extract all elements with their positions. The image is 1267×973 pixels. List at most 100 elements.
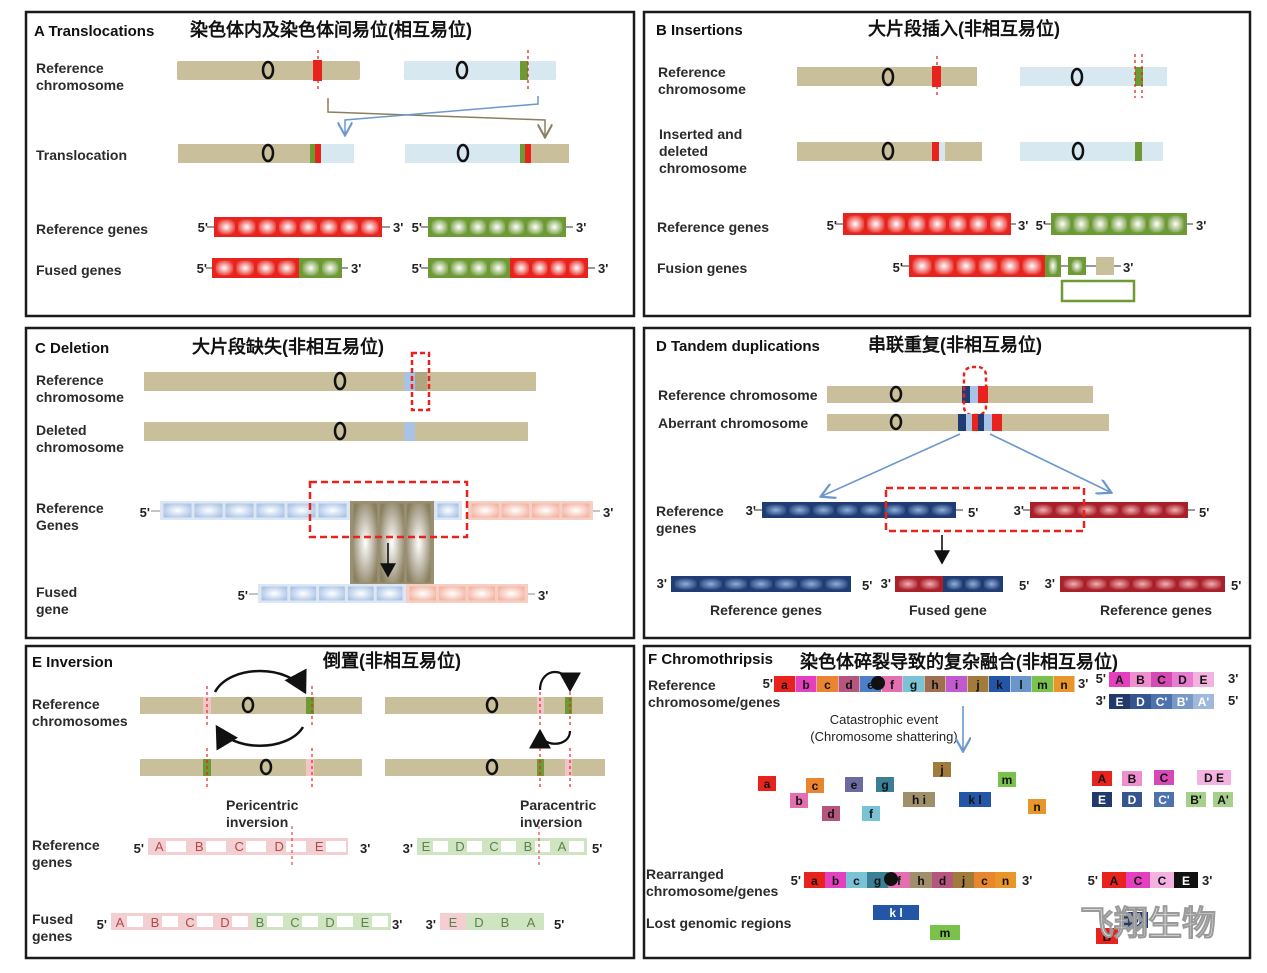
panel-c-label-refgenes-l2: Genes (36, 517, 79, 533)
e-peri-ref-letter: A (155, 839, 164, 854)
e-peri-fused-letter: D (220, 915, 229, 930)
d-centromere-2 (889, 413, 903, 431)
a-ref-gene-green-exon (527, 219, 544, 235)
f-rearr-gene-block (1150, 872, 1174, 888)
e-para-fused-3end: 5' (554, 917, 564, 932)
a-ref-gene-green-exon (450, 219, 467, 235)
panel-a-genes: 5'3'5'3'5'3'5'3' (197, 217, 608, 278)
panel-d-title: D Tandem duplications (656, 338, 820, 355)
f-rearr-gene-letter: E (1182, 874, 1190, 888)
d-bot-navy (671, 576, 851, 592)
b-ref-gene-green-exon (1111, 215, 1127, 233)
f-fragment-letter: b (795, 794, 802, 808)
e-para-fused-block (518, 913, 544, 930)
f-rearr-fragment (953, 872, 974, 888)
d-ref-red-exon (1033, 504, 1053, 516)
panel-f-label-lost: Lost genomic regions (646, 915, 792, 931)
a-ref-gene-red-exon (299, 219, 317, 235)
f-rearr-letter: h (917, 874, 924, 888)
c-fused-exon (468, 586, 495, 601)
e-peri-fused-gap (372, 916, 388, 927)
f-rearr-fragment (995, 872, 1016, 888)
e-peri-ref-gap (326, 841, 346, 852)
d-ref-red-exon (1165, 504, 1185, 516)
c-fused-exon (261, 586, 288, 601)
c-ref-salmon-segment (468, 501, 593, 520)
f-gene-bot-block (1151, 694, 1172, 709)
a-fused-gene-1-exon (215, 260, 234, 276)
c-ref-blue-2 (434, 501, 462, 520)
d-bot-navy-3end: 3' (657, 576, 667, 591)
b-ref-gene-red-exon (928, 215, 946, 233)
panel-b-label-ref-l2: chromosome (658, 81, 746, 97)
f-gene-fragment-letter: A (1098, 772, 1107, 786)
b-ref-red-5end: 5' (827, 218, 837, 233)
f-gene-fragment (1154, 792, 1174, 807)
panel-d-genes: 3'5'3'5'3'5'3'5'3'5' (657, 486, 1241, 593)
f-gene-top-3end: 3' (1228, 671, 1238, 686)
b-fusion-gene-exon (956, 257, 976, 275)
panel-c-label-fused-l1: Fused (36, 584, 77, 600)
c-fused-5end: 5' (238, 588, 248, 603)
e-para-ref-letter: D (455, 839, 464, 854)
e-peri-inv-chrom (140, 759, 362, 776)
panel-c-label-ref-l1: Reference (36, 372, 104, 388)
e-para-ref-letter: E (422, 839, 431, 854)
f-gene-fragment-letter: C' (1158, 793, 1170, 807)
c-ref-olive-exon (353, 503, 378, 583)
panel-e-label-ref-l2: chromosomes (32, 713, 128, 729)
a-ref-red-5end: 5' (198, 220, 208, 235)
a-ref-red-3end: 3' (393, 220, 403, 235)
d-ref-red-exon (1055, 504, 1075, 516)
d-ref-red-exon (1121, 504, 1141, 516)
f-rearr-fragment (932, 872, 953, 888)
panel-d-label-ref: Reference chromosome (658, 387, 818, 403)
a-fused-gene-2-exon (532, 260, 548, 276)
d-fused-exon (946, 578, 963, 590)
d-ref-red-exon (1077, 504, 1097, 516)
a-fused-gene-2-exon (513, 260, 529, 276)
c-fused-exon (409, 586, 436, 601)
d-fused-5end: 5' (1019, 578, 1029, 593)
f-gene-top-block (1151, 672, 1172, 687)
panel-e-label-para-l2: inversion (520, 814, 582, 830)
f-ref-fragment (795, 676, 817, 692)
a-centromere-1 (261, 60, 275, 80)
c-ref-salmon-exon (532, 503, 560, 518)
e-peri-arrow-top (213, 668, 307, 695)
f-fragment-letter: k l (968, 793, 981, 807)
panel-c-genes: 5'3'5'3' (140, 480, 613, 603)
panel-f-label-rearr-l1: Rearranged (646, 866, 724, 882)
f-ref-letter: h (931, 678, 938, 692)
e-para-fused-block (492, 913, 518, 930)
panel-b-cn-title: 大片段插入(非相互易位) (868, 18, 1060, 39)
f-lost-kl-letter: k l (889, 906, 902, 920)
d-bot-navy-exon (775, 578, 798, 590)
c-fused-exon (319, 586, 345, 601)
f-gene-top-letter: B (1136, 673, 1145, 687)
a-ref-green-5end: 5' (412, 220, 422, 235)
a-fused-gene-2-segment (510, 258, 588, 278)
f-fragment (933, 762, 951, 777)
b-ins-red (932, 142, 939, 161)
panel-c-label-fused-l2: gene (36, 601, 69, 617)
f-gene-fragment (1092, 792, 1112, 807)
panel-a-title: A Translocations (34, 23, 154, 40)
a-ref-gene-red-segment (214, 217, 382, 237)
f-ref-fragment (1032, 676, 1053, 692)
f-fragment (822, 806, 840, 821)
c-centromere-1 (333, 371, 347, 391)
e-para-fused-letter: B (501, 915, 510, 930)
b-ref-gene-green-exon (1092, 215, 1109, 233)
c-centromere-2 (333, 421, 347, 441)
e-para-fused-letter: D (474, 915, 483, 930)
f-fragment (998, 772, 1016, 787)
b-fusion-gene-exon (934, 257, 954, 275)
d-bot-navy-exon (825, 578, 848, 590)
b-ins-light (939, 142, 945, 161)
c-ref-3end: 3' (603, 505, 613, 520)
d-bot-navy-exon (749, 578, 773, 590)
